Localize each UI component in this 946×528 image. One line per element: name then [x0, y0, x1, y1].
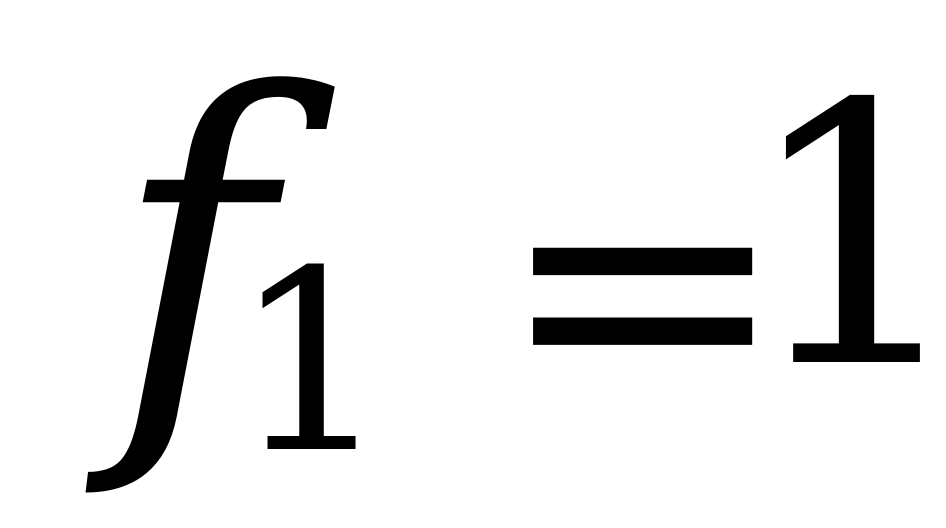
value-one: 1	[742, 28, 946, 447]
equals-sign: =	[496, 81, 790, 489]
variable-f: f	[112, 5, 272, 505]
subscript-one: 1	[232, 217, 392, 508]
